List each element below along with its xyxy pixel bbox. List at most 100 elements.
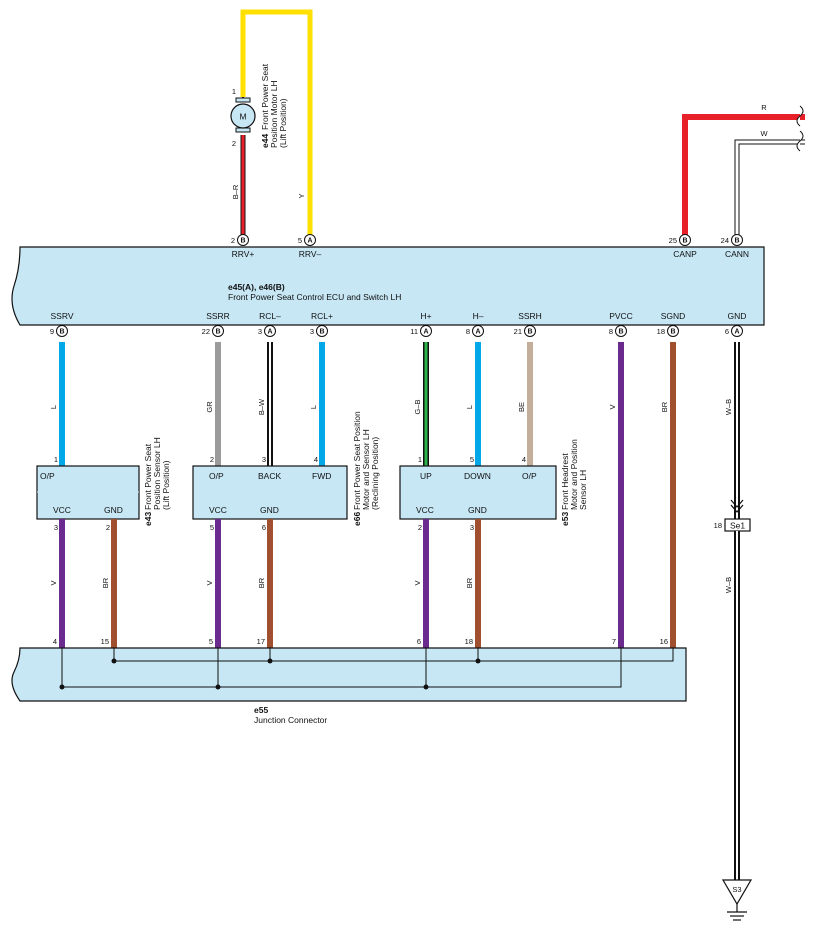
ecu-terminal-rcl: RCL+B3 [310, 311, 333, 337]
terminal-conn: B [240, 238, 245, 245]
gnd-chevron-icon [730, 499, 744, 513]
terminal-conn: A [267, 329, 272, 336]
ground-icon [727, 904, 747, 921]
e43-pin-op: 1 [54, 455, 58, 464]
terminal-name: GND [728, 311, 747, 321]
wire-y-rrv-minus [240, 9, 313, 236]
top-wire-y-label: Y [297, 193, 306, 198]
e66-label: e66 Front Power Seat Position Motor and … [352, 411, 380, 526]
lower-wire-label: BR [465, 577, 474, 588]
e66-vcc: VCC [209, 505, 227, 515]
ground-triangle-icon [721, 879, 753, 906]
e53-down: DOWN [464, 471, 491, 481]
ecu-terminal-ssrh: SSRH B 21 [514, 311, 542, 337]
lower-wire-label: BR [257, 577, 266, 588]
wire-label-ssrh: BE [517, 402, 526, 412]
motor-wire-label: B–R [231, 184, 240, 199]
motor-e53-box [399, 465, 557, 520]
e66-code: e66 [352, 512, 362, 526]
terminal-pin: 24 [721, 236, 729, 245]
terminal-conn: B [527, 329, 532, 336]
terminal-pin: 2 [231, 236, 235, 245]
junction-pin: 17 [257, 637, 265, 646]
e43-pin-gnd: 2 [106, 523, 110, 532]
connector-pin-icon [679, 234, 691, 246]
junction-pin: 16 [660, 637, 668, 646]
e43-name1: Front Power Seat [143, 443, 153, 510]
ecu-terminal-rcl: RCL–A3 [258, 311, 281, 337]
wire-label-sgnd: BR [660, 401, 669, 412]
motor-name1: Front Power Seat [260, 63, 270, 130]
terminal-pin: 6 [725, 327, 729, 336]
e53-pin-gnd: 3 [470, 523, 474, 532]
ecu-terminal-gnd: GND A6 [725, 311, 747, 337]
junction-code: e55 [254, 705, 268, 715]
e43-pin-vcc: 3 [54, 523, 58, 532]
terminal-conn: B [215, 329, 220, 336]
motor-e66-box [192, 465, 348, 520]
e53-pin-up: 1 [418, 455, 422, 464]
terminal-pin: 25 [669, 236, 677, 245]
terminal-name: SSRH [518, 311, 542, 321]
lower-wire-label: V [49, 580, 58, 585]
e66-pin-gnd: 6 [262, 523, 266, 532]
e66-name3: (Reclining Position) [370, 437, 380, 510]
terminal-name: RCL– [259, 311, 281, 321]
terminal-conn: A [734, 329, 739, 336]
lower-wire-label: BR [101, 577, 110, 588]
e43-name3: (Lift Position) [161, 460, 171, 510]
terminal-pin: 11 [410, 327, 418, 336]
e53-pin-vcc: 2 [418, 523, 422, 532]
junction-box [11, 647, 687, 702]
e53-label: e53 Front Headrest Motor and Position Se… [560, 439, 588, 526]
terminal-pin: 5 [298, 236, 302, 245]
e66-pin-vcc: 5 [210, 523, 214, 532]
e66-gnd: GND [260, 505, 279, 515]
connector-pin-icon [56, 325, 68, 337]
terminal-pin: 21 [514, 327, 522, 336]
terminal-conn: B [670, 329, 675, 336]
connector-pin-icon [237, 234, 249, 246]
wire-label-ssrv: L [49, 405, 58, 409]
terminal-conn: B [618, 329, 623, 336]
terminal-name: RRV+ [232, 249, 255, 259]
ecu-code: e45(A), e46(B) [228, 282, 285, 292]
connector-pin-icon [731, 234, 743, 246]
ecu-box [11, 246, 765, 326]
e53-vcc: VCC [416, 505, 434, 515]
terminal-conn: B [682, 238, 687, 245]
junction-pin: 15 [101, 637, 109, 646]
junction-pin: 18 [465, 637, 473, 646]
motor-e44-label: e44 Front Power Seat Position Motor LH (… [260, 63, 288, 148]
wire-w-cann [735, 140, 805, 236]
terminal-name: SSRV [51, 311, 74, 321]
terminal-name: SGND [661, 311, 686, 321]
terminal-conn: B [734, 238, 739, 245]
wire-label-pvcc: V [608, 404, 617, 409]
e43-code: e43 [143, 512, 153, 526]
can-w-label: W [760, 129, 768, 138]
motor-symbol: M [239, 112, 246, 122]
e53-pin-op: 4 [522, 455, 526, 464]
ecu-bottom-terminals: SSRVB9SSRRB22RCL–A3RCL+B3H+A11H–A8SSRHB2… [50, 311, 747, 337]
can-r-label: R [761, 103, 767, 112]
e53-pin-down: 5 [470, 455, 474, 464]
e53-name2: Motor and Position [569, 439, 579, 510]
terminal-pin: 8 [466, 327, 470, 336]
terminal-name: CANN [725, 249, 749, 259]
wire-r-canp [682, 114, 805, 236]
e53-up: UP [420, 471, 432, 481]
junction-dots [59, 658, 481, 690]
e43-op: O/P [40, 471, 55, 481]
ecu-label: e45(A), e46(B) Front Power Seat Control … [228, 282, 401, 302]
e43-vcc: VCC [53, 505, 71, 515]
wire-label-ssrr: GR [205, 401, 214, 413]
terminal-conn: B [59, 329, 64, 336]
